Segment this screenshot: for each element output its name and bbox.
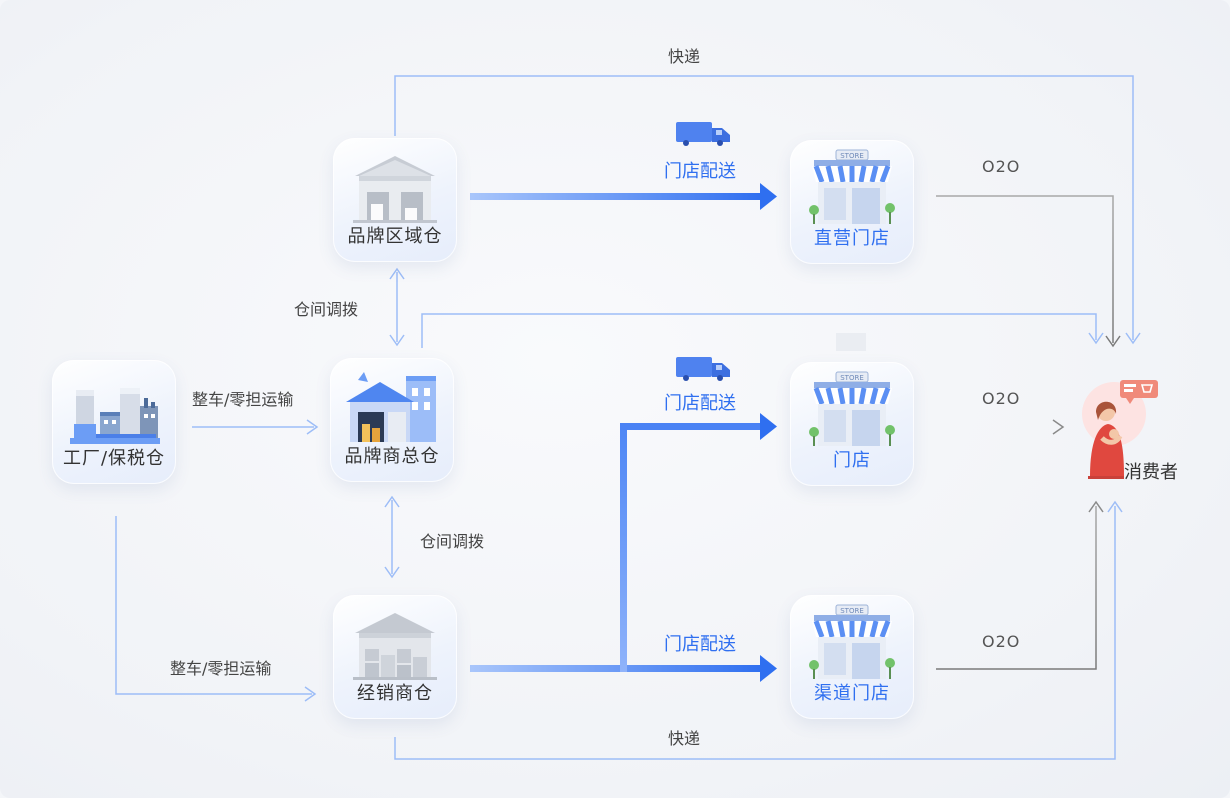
factory-icon bbox=[70, 388, 160, 444]
store-delivery-label-3: 门店配送 bbox=[664, 634, 736, 655]
store-sign-text: STORE bbox=[840, 374, 864, 382]
truck-icon bbox=[676, 122, 730, 146]
store-sign-text: STORE bbox=[840, 607, 864, 615]
factory-node[interactable]: 工厂/保税仓 bbox=[52, 360, 176, 484]
channel-store-node[interactable]: STORE 渠道门店 bbox=[790, 595, 914, 719]
placeholder-tag bbox=[836, 333, 866, 351]
warehouse-icon bbox=[353, 613, 437, 680]
store-icon: STORE bbox=[809, 604, 895, 679]
factory-label: 工厂/保税仓 bbox=[62, 448, 166, 469]
express-label-bottom: 快递 bbox=[668, 729, 701, 748]
channel-store-label: 渠道门店 bbox=[814, 683, 890, 704]
distributor-warehouse-label: 经销商仓 bbox=[357, 683, 433, 704]
consumer-node[interactable]: 消费者 bbox=[1080, 372, 1190, 484]
store-label: 门店 bbox=[833, 450, 871, 471]
express-label-top: 快递 bbox=[668, 47, 701, 66]
o2o-label-3: O2O bbox=[982, 632, 1021, 651]
direct-store-node[interactable]: STORE 直营门店 bbox=[790, 140, 914, 264]
main-wh-to-consumer-line bbox=[421, 313, 1097, 348]
store-delivery-label-2: 门店配送 bbox=[664, 393, 736, 414]
ftl-line-2 bbox=[115, 516, 312, 695]
warehouse-icon bbox=[346, 372, 436, 442]
consumer-icon bbox=[1082, 380, 1158, 479]
express-line-top bbox=[394, 75, 1134, 340]
warehouse-icon bbox=[353, 156, 437, 223]
store-node[interactable]: STORE 门店 bbox=[790, 362, 914, 486]
distributor-warehouse-node[interactable]: 经销商仓 bbox=[333, 595, 457, 719]
store-delivery-label-1: 门店配送 bbox=[664, 161, 736, 182]
brand-regional-warehouse-label: 品牌区域仓 bbox=[347, 226, 443, 247]
express-line-bottom bbox=[394, 506, 1116, 760]
o2o-label-2: O2O bbox=[982, 389, 1021, 408]
ftl-ltl-label-2: 整车/零担运输 bbox=[170, 659, 272, 678]
direct-store-label: 直营门店 bbox=[814, 228, 890, 249]
store-sign-text: STORE bbox=[840, 152, 864, 160]
brand-regional-warehouse-node[interactable]: 品牌区域仓 bbox=[333, 138, 457, 262]
consumer-label: 消费者 bbox=[1124, 462, 1178, 483]
brand-main-warehouse-node[interactable]: 品牌商总仓 bbox=[330, 358, 454, 482]
o2o-label-1: O2O bbox=[982, 157, 1021, 176]
o2o-line-1 bbox=[936, 195, 1114, 343]
transfer-label-1: 仓间调拨 bbox=[294, 300, 359, 319]
truck-icon bbox=[676, 357, 730, 381]
ftl-ltl-label-1: 整车/零担运输 bbox=[192, 390, 294, 409]
o2o-line-3 bbox=[936, 506, 1097, 670]
brand-main-warehouse-label: 品牌商总仓 bbox=[344, 446, 440, 467]
store-icon: STORE bbox=[809, 149, 895, 224]
transfer-label-2: 仓间调拨 bbox=[420, 532, 485, 551]
store-icon: STORE bbox=[809, 371, 895, 446]
